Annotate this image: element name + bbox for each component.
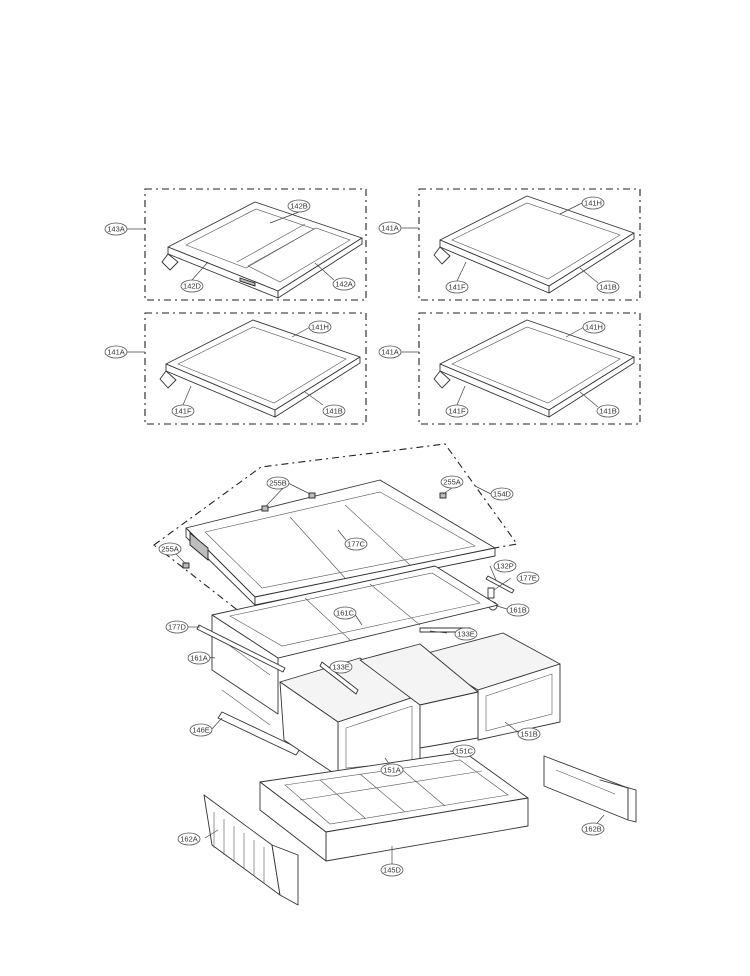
drawer-151C	[359, 643, 479, 749]
svg-text:151A: 151A	[383, 766, 401, 775]
label-141B-middle-left: 141B	[322, 404, 346, 418]
label-154D: 154D	[490, 487, 514, 501]
shelf-assembly-141A-middle-left	[159, 319, 361, 418]
crisper-assembly	[153, 443, 637, 906]
svg-text:177C: 177C	[347, 540, 366, 549]
svg-text:141H: 141H	[585, 323, 603, 332]
svg-text:162A: 162A	[180, 835, 198, 844]
svg-text:162B: 162B	[584, 825, 602, 834]
svg-text:177E: 177E	[519, 574, 537, 583]
label-161C: 161C	[333, 606, 357, 620]
label-142B: 142B	[287, 199, 311, 213]
side-panel-162B	[543, 755, 637, 823]
label-151C: 151C	[452, 744, 476, 758]
svg-text:142D: 142D	[183, 282, 202, 291]
clip-255B-left	[261, 505, 269, 512]
svg-text:142B: 142B	[290, 202, 308, 211]
label-162A: 162A	[177, 832, 201, 846]
svg-text:154D: 154D	[493, 490, 512, 499]
clip-255A-left	[182, 562, 190, 569]
label-255B: 255B	[266, 476, 290, 490]
label-143A: 143A	[104, 222, 128, 236]
label-146E: 146E	[189, 723, 213, 737]
shelf-assembly-143A	[161, 201, 363, 299]
label-133E-middle: 133E	[329, 660, 353, 674]
label-255A-top: 255A	[440, 475, 464, 489]
divider-133E-middle	[319, 661, 359, 695]
label-141B-middle-right: 141B	[596, 404, 620, 418]
label-177C: 177C	[344, 537, 368, 551]
label-141H-middle-right: 141H	[582, 320, 606, 334]
svg-text:141H: 141H	[584, 199, 602, 208]
label-141H-top-right: 141H	[581, 196, 605, 210]
rail-146E	[217, 711, 301, 756]
svg-text:133E: 133E	[332, 663, 350, 672]
svg-text:141B: 141B	[325, 407, 343, 416]
svg-text:151C: 151C	[455, 747, 474, 756]
svg-text:255B: 255B	[269, 479, 287, 488]
shelf-panel-141A-middle-left	[144, 312, 367, 425]
label-151A: 151A	[380, 763, 404, 777]
label-151B: 151B	[517, 727, 541, 741]
svg-text:141B: 141B	[599, 407, 617, 416]
label-142A: 142A	[332, 277, 356, 291]
label-141A-middle-left: 141A	[104, 345, 128, 359]
svg-text:143A: 143A	[107, 225, 125, 234]
label-141B-top-right: 141B	[596, 280, 620, 294]
clip-255A-top	[439, 492, 447, 499]
label-177E: 177E	[516, 571, 540, 585]
svg-text:141A: 141A	[381, 224, 399, 233]
svg-text:255A: 255A	[443, 478, 461, 487]
svg-text:151B: 151B	[520, 730, 538, 739]
part-labels: 143A 142B 142D 142A 141A 141H 141F 141B …	[104, 196, 620, 877]
label-141F-middle-left: 141F	[171, 404, 195, 418]
label-142D: 142D	[180, 279, 204, 293]
part-132P	[485, 575, 515, 594]
label-141F-top-right: 141F	[445, 280, 469, 294]
tray-145D	[259, 751, 529, 862]
svg-text:177D: 177D	[168, 623, 187, 632]
label-141A-top-right: 141A	[378, 221, 402, 235]
svg-text:141F: 141F	[448, 407, 466, 416]
label-161A: 161A	[187, 651, 211, 665]
svg-text:141F: 141F	[174, 407, 192, 416]
side-panel-162A	[203, 794, 299, 906]
label-132P: 132P	[493, 559, 517, 573]
label-141A-middle-right: 141A	[378, 345, 402, 359]
label-162B: 162B	[581, 822, 605, 836]
label-255A-left: 255A	[158, 542, 182, 556]
rail-177D	[196, 624, 286, 673]
clip-255B-right	[308, 492, 316, 499]
shelf-panel-141A-middle-right	[418, 312, 641, 425]
label-161B: 161B	[506, 603, 530, 617]
shelf-assembly-141A-middle-right	[433, 319, 635, 418]
svg-text:161B: 161B	[509, 606, 527, 615]
shelf-panel-143A	[144, 188, 367, 301]
shelf-assembly-141A-top-right	[433, 195, 635, 294]
svg-text:142A: 142A	[335, 280, 353, 289]
svg-text:145D: 145D	[383, 866, 402, 875]
svg-text:133E: 133E	[457, 630, 475, 639]
svg-text:132P: 132P	[496, 562, 514, 571]
svg-text:161A: 161A	[190, 654, 208, 663]
svg-text:141H: 141H	[311, 323, 329, 332]
label-133E-right: 133E	[454, 627, 478, 641]
shelf-panel-141A-top-right	[418, 188, 641, 301]
svg-text:141B: 141B	[599, 283, 617, 292]
svg-text:146E: 146E	[192, 726, 210, 735]
svg-text:255A: 255A	[161, 545, 179, 554]
svg-text:141A: 141A	[107, 348, 125, 357]
svg-text:141A: 141A	[381, 348, 399, 357]
label-141F-middle-right: 141F	[445, 404, 469, 418]
label-177D: 177D	[165, 620, 189, 634]
svg-text:161C: 161C	[336, 609, 355, 618]
label-141H-middle-left: 141H	[308, 320, 332, 334]
part-177E	[487, 587, 495, 599]
svg-text:141F: 141F	[448, 283, 466, 292]
label-145D: 145D	[380, 863, 404, 877]
